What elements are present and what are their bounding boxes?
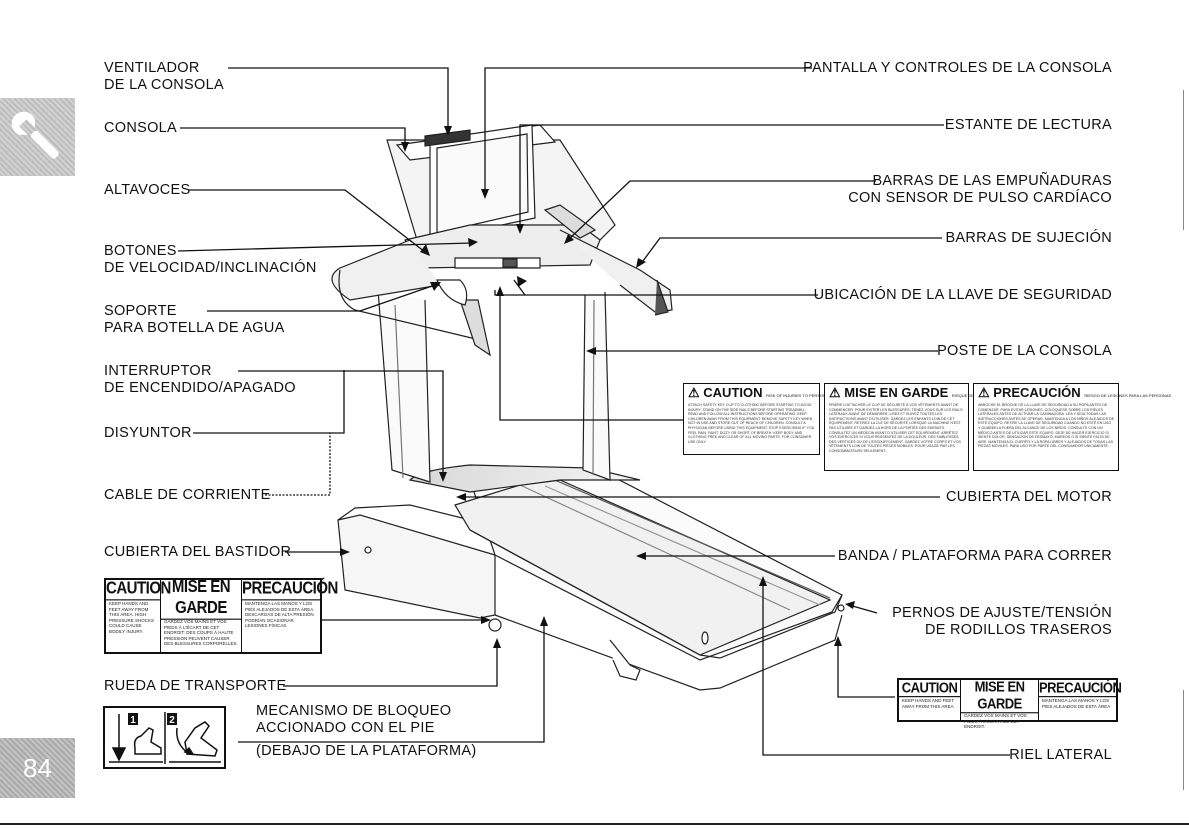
- label-poste: POSTE DE LA CONSOLA: [937, 343, 1112, 359]
- wrench-icon: [11, 111, 59, 159]
- warning-header: MISE EN GARDE: [161, 577, 241, 620]
- warning-title: CAUTION: [703, 385, 763, 400]
- foot-lock-pictogram: 1 2: [103, 706, 226, 769]
- trim-mark: [1183, 690, 1184, 790]
- label-disyuntor: DISYUNTOR: [104, 425, 192, 441]
- trim-mark: [1183, 90, 1184, 230]
- warning-header: MISE EN GARDE: [961, 678, 1038, 714]
- warning-body: MANTENGA LAS MANOS Y LOS PIES ALEJADOS D…: [245, 601, 315, 628]
- label-riel: RIEL LATERAL: [1009, 747, 1112, 763]
- warning-header: CAUTION: [899, 679, 961, 698]
- warning-body: KEEP HANDS AND FEET AWAY FROM THIS AREA.…: [109, 601, 155, 634]
- warning-header: PRECAUCIÓN: [242, 579, 338, 601]
- console-warning-es: ⚠ PRECAUCIÓN RIESGO DE LESIONES PARA LAS…: [973, 383, 1171, 471]
- warning-body: KEEP HANDS AND FEET AWAY FROM THIS AREA: [902, 698, 955, 709]
- step-2: 2: [169, 715, 175, 726]
- label-consola: CONSOLA: [104, 120, 178, 136]
- warning-label-right: CAUTION KEEP HANDS AND FEET AWAY FROM TH…: [897, 678, 1122, 729]
- warning-header: CAUTION: [106, 579, 171, 601]
- label-barras-sujecion: BARRAS DE SUJECIÓN: [945, 230, 1112, 246]
- step-1: 1: [130, 715, 136, 726]
- warning-text: ATTACH SAFETY KEY CLIP TO CLOTHING BEFOR…: [688, 403, 815, 444]
- label-cubierta-motor: CUBIERTA DEL MOTOR: [945, 489, 1112, 505]
- warning-header: PRECAUCIÓN: [1039, 678, 1122, 698]
- section-tab: [0, 98, 75, 176]
- bottom-rule: [0, 823, 1189, 825]
- label-estante: ESTANTE DE LECTURA: [944, 117, 1112, 133]
- page-number: 84: [0, 738, 75, 798]
- warning-text: PRIÈRE D'ATTACHER LE CLIP DE SÉCURITÉ À …: [829, 403, 963, 453]
- label-cubierta-bastidor: CUBIERTA DEL BASTIDOR: [104, 544, 292, 560]
- label-cable: CABLE DE CORRIENTE: [104, 487, 271, 503]
- label-debajo: (DEBAJO DE LA PLATAFORMA): [256, 743, 477, 759]
- warning-subtitle: RIESGO DE LESIONES PARA LAS PERSONAS: [1084, 393, 1172, 398]
- console-warning-en: ⚠ CAUTION RISK OF INJURIES TO PERSONS AT…: [683, 383, 829, 455]
- console-warning-fr: ⚠ MISE EN GARDE RISQUE DE BLESSURES À LA…: [824, 383, 1032, 471]
- warning-body: MANTENGA LAS MANOS Y LOS PIES ALEJADOS D…: [1042, 698, 1111, 709]
- warning-title: MISE EN GARDE: [844, 385, 949, 400]
- label-banda: BANDA / PLATAFORMA PARA CORRER: [837, 548, 1112, 564]
- label-rueda: RUEDA DE TRANSPORTE: [104, 678, 287, 694]
- warning-title: PRECAUCIÓN: [993, 385, 1081, 400]
- warning-subtitle: RISK OF INJURIES TO PERSONS: [766, 393, 829, 398]
- label-ubicacion-llave: UBICACIÓN DE LA LLAVE DE SEGURIDAD: [813, 287, 1112, 303]
- warning-text: ABROCHE EL BROCHE DE LA LLAVE DE SEGURID…: [978, 403, 1114, 449]
- warning-body: GARDEZ VOS MAINS ET VOS PIEDS À L'ÉCART …: [964, 713, 1027, 729]
- warning-body: GARDEZ VOS MAINS ET VOS PIEDS À L'ÉCART …: [164, 619, 238, 646]
- label-pantalla: PANTALLA Y CONTROLES DE LA CONSOLA: [803, 60, 1112, 76]
- warning-label-left: CAUTION KEEP HANDS AND FEET AWAY FROM TH…: [104, 577, 338, 654]
- label-altavoces: ALTAVOCES: [104, 182, 191, 198]
